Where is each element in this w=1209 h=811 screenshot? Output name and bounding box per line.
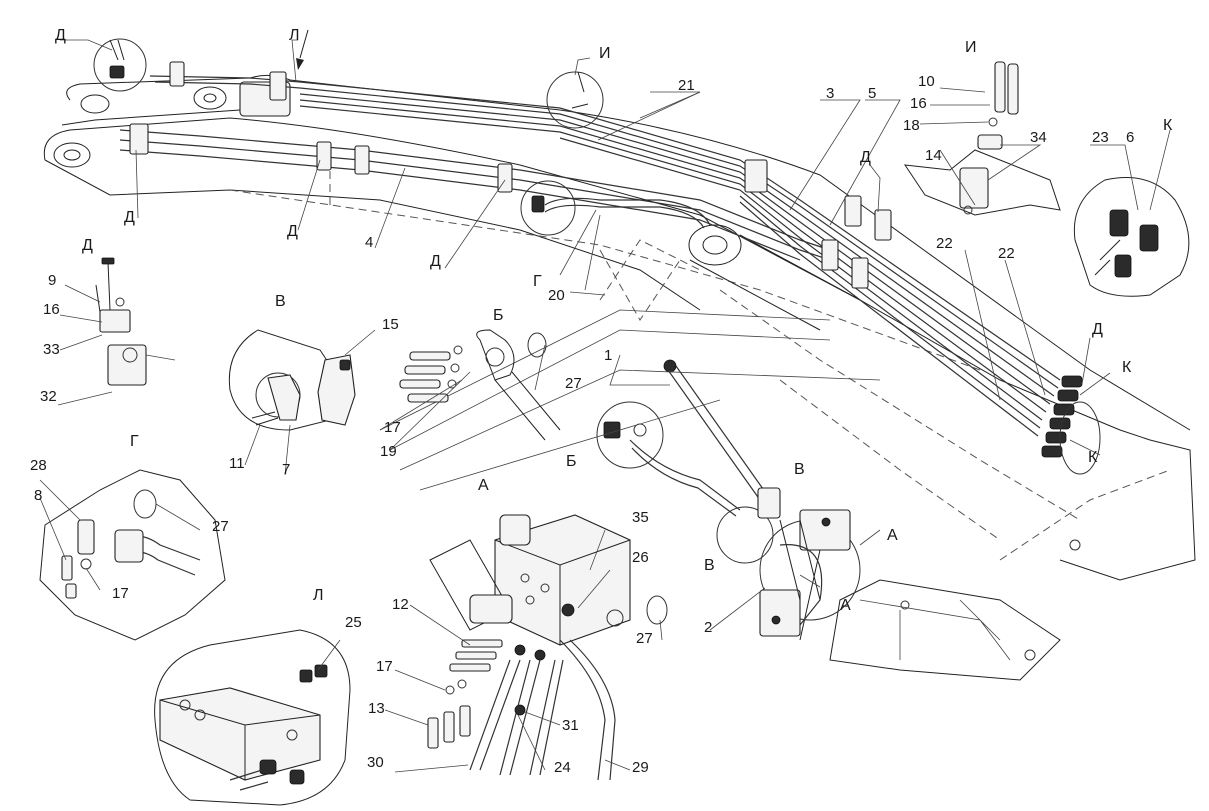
view-label-k: К bbox=[1163, 117, 1173, 134]
view-label-a: А bbox=[478, 477, 489, 494]
callout-27: 27 bbox=[565, 375, 582, 392]
callout-35: 35 bbox=[632, 509, 649, 526]
callout-20: 20 bbox=[548, 287, 565, 304]
detail-v-bracket bbox=[228, 329, 356, 431]
callout-5: 5 bbox=[868, 85, 876, 102]
view-label-d: Д bbox=[287, 223, 298, 240]
leader-lines-reference bbox=[379, 309, 881, 491]
view-label-k: К bbox=[1122, 359, 1132, 376]
detail-a-valve-block bbox=[427, 514, 668, 781]
hose-end-fittings bbox=[1041, 375, 1101, 475]
hose-bundle-upper bbox=[149, 75, 1061, 437]
view-label-v: В bbox=[794, 461, 805, 478]
callout-13: 13 bbox=[368, 700, 385, 717]
callout-16: 16 bbox=[910, 95, 927, 112]
callout-6: 6 bbox=[1126, 129, 1134, 146]
view-label-a: А bbox=[840, 597, 851, 614]
view-label-d: Д bbox=[124, 209, 135, 226]
callout-9: 9 bbox=[48, 272, 56, 289]
view-label-k: К bbox=[1088, 449, 1098, 466]
view-label-b: Б bbox=[566, 453, 577, 470]
detail-circle-g bbox=[520, 180, 576, 236]
callout-17: 17 bbox=[376, 658, 393, 675]
detail-d-clamp bbox=[95, 257, 176, 386]
callout-30: 30 bbox=[367, 754, 384, 771]
callout-24: 24 bbox=[554, 759, 571, 776]
callout-12: 12 bbox=[392, 596, 409, 613]
view-label-d: Д bbox=[55, 27, 66, 44]
callout-23: 23 bbox=[1092, 129, 1109, 146]
callout-31: 31 bbox=[562, 717, 579, 734]
hose-clamps bbox=[129, 61, 892, 289]
view-label-g: Г bbox=[130, 433, 139, 450]
detail-g-hose-clamp bbox=[39, 469, 226, 641]
callout-17: 17 bbox=[112, 585, 129, 602]
callout-19: 19 bbox=[380, 443, 397, 460]
hose-bundle-lower bbox=[119, 129, 831, 261]
callout-21: 21 bbox=[678, 77, 695, 94]
callout-33: 33 bbox=[43, 341, 60, 358]
callout-numbers: 10 16 18 21 3 5 23 6 14 34 22 22 4 20 9 … bbox=[30, 73, 1134, 776]
callout-22: 22 bbox=[998, 245, 1015, 262]
callout-17: 17 bbox=[384, 419, 401, 436]
detail-circle-b bbox=[596, 401, 664, 469]
view-label-a: А bbox=[887, 527, 898, 544]
callout-4: 4 bbox=[365, 234, 373, 251]
callout-25: 25 bbox=[345, 614, 362, 631]
view-label-l: Л bbox=[289, 27, 300, 44]
callout-11: 11 bbox=[229, 455, 245, 472]
callout-16: 16 bbox=[43, 301, 60, 318]
callout-3: 3 bbox=[826, 85, 834, 102]
view-label-d: Д bbox=[860, 149, 871, 166]
callout-26: 26 bbox=[632, 549, 649, 566]
callout-27: 27 bbox=[636, 630, 653, 647]
detail-i-bracket bbox=[903, 61, 1061, 216]
detail-circle-d bbox=[93, 38, 147, 92]
view-label-v: В bbox=[704, 557, 715, 574]
boom-arm bbox=[43, 74, 1196, 681]
view-arrow-l bbox=[299, 29, 309, 59]
callout-7: 7 bbox=[282, 461, 290, 478]
detail-circle-i bbox=[546, 71, 604, 129]
valve-block-assembly bbox=[629, 359, 851, 641]
detail-circle-v bbox=[716, 506, 774, 564]
callout-8: 8 bbox=[34, 487, 42, 504]
view-label-d: Д bbox=[1092, 321, 1103, 338]
view-label-l: Л bbox=[313, 587, 324, 604]
callout-28: 28 bbox=[30, 457, 47, 474]
hose-20 bbox=[544, 197, 711, 226]
view-label-g: Г bbox=[533, 273, 542, 290]
callout-29: 29 bbox=[632, 759, 649, 776]
callout-34: 34 bbox=[1030, 129, 1047, 146]
detail-l-block bbox=[154, 629, 351, 806]
view-label-d: Д bbox=[82, 237, 93, 254]
callout-22: 22 bbox=[936, 235, 953, 252]
view-label-d: Д bbox=[430, 253, 441, 270]
callout-15: 15 bbox=[382, 316, 399, 333]
view-label-v: В bbox=[275, 293, 286, 310]
callout-32: 32 bbox=[40, 388, 57, 405]
view-letters: Д Л И И К Д Д Д Д Г Д Д В Б К К Б А В В … bbox=[55, 27, 1173, 614]
callout-27: 27 bbox=[212, 518, 229, 535]
callout-18: 18 bbox=[903, 117, 920, 134]
detail-k-fittings bbox=[1073, 177, 1190, 297]
callout-2: 2 bbox=[704, 619, 712, 636]
callout-1: 1 bbox=[604, 347, 612, 364]
view-label-b: Б bbox=[493, 307, 504, 324]
view-label-i: И bbox=[599, 45, 611, 62]
view-label-i: И bbox=[965, 39, 977, 56]
callout-14: 14 bbox=[925, 147, 942, 164]
callout-leader-lines bbox=[39, 39, 1171, 773]
callout-10: 10 bbox=[918, 73, 935, 90]
